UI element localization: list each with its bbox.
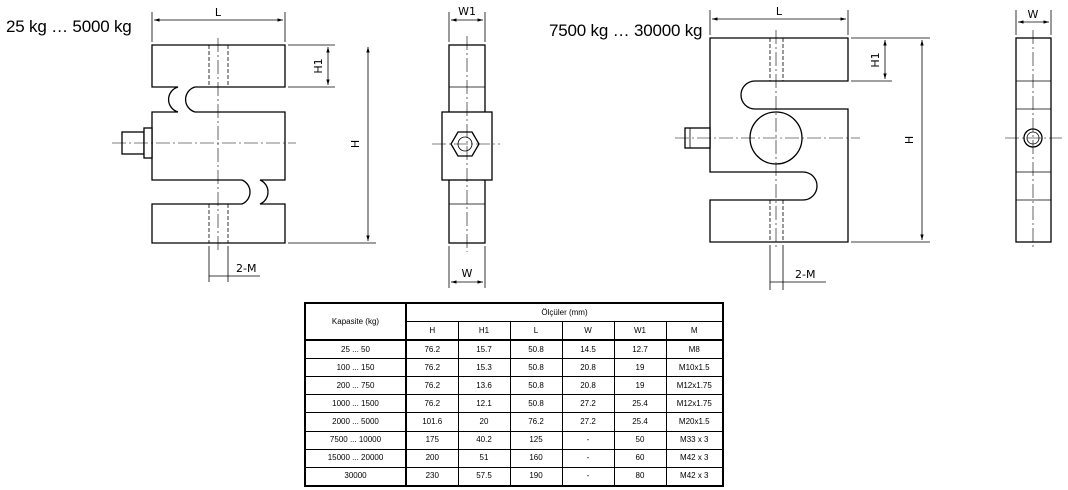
dimension-cell: M42 x 3 <box>665 466 724 487</box>
capacity-cell: 30000 <box>304 466 407 487</box>
dimension-cell: 160 <box>509 448 563 468</box>
small-H1-label: H1 <box>312 58 325 73</box>
column-header: W <box>561 321 615 341</box>
large-W-label: W <box>1028 8 1039 21</box>
dimension-cell: 15.3 <box>457 358 511 378</box>
large-side-view <box>1005 10 1062 250</box>
small-L-label: L <box>215 6 222 19</box>
dimension-cell: 50.8 <box>509 358 563 378</box>
dimension-cell: 80 <box>613 466 667 487</box>
dimension-cell: 175 <box>405 430 459 450</box>
large-range-title: 7500 kg … 30000 kg <box>549 21 703 40</box>
large-L-label: L <box>776 5 783 18</box>
dimension-cell: 25.4 <box>613 394 667 414</box>
small-front-view <box>112 12 376 282</box>
dimension-cell: 19 <box>613 376 667 396</box>
dimension-cell: 15.7 <box>457 339 511 360</box>
dimension-cell: 25.4 <box>613 412 667 432</box>
capacity-cell: 100 ... 150 <box>304 358 407 378</box>
dimension-cell: 27.2 <box>561 394 615 414</box>
dimension-cell: 190 <box>509 466 563 487</box>
dimension-cell: 76.2 <box>405 339 459 360</box>
dimension-cell: 20 <box>457 412 511 432</box>
dimension-cell: 76.2 <box>405 394 459 414</box>
column-header: W1 <box>613 321 667 341</box>
dimension-cell: 76.2 <box>405 358 459 378</box>
dimension-cell: M42 x 3 <box>665 448 724 468</box>
dimension-cell: 51 <box>457 448 511 468</box>
dimension-cell: 12.7 <box>613 339 667 360</box>
large-M-label: 2-M <box>795 268 815 281</box>
capacity-cell: 15000 ... 20000 <box>304 448 407 468</box>
column-header: H1 <box>457 321 511 341</box>
dimension-cell: 76.2 <box>405 376 459 396</box>
capacity-cell: 1000 ... 1500 <box>304 394 407 414</box>
dimension-cell: 50.8 <box>509 376 563 396</box>
dimension-cell: - <box>561 430 615 450</box>
dimensions-header: Ölçüler (mm) <box>404 302 724 322</box>
dimension-cell: 13.6 <box>457 376 511 396</box>
column-header: M <box>665 321 724 341</box>
dimension-cell: 76.2 <box>509 412 563 432</box>
dimension-cell: 40.2 <box>457 430 511 450</box>
dimension-cell: - <box>561 448 615 468</box>
dimension-cell: 57.5 <box>457 466 511 487</box>
dimension-cell: M12x1.75 <box>665 394 724 414</box>
capacity-cell: 7500 ... 10000 <box>304 430 407 450</box>
column-header: L <box>509 321 563 341</box>
dimension-cell: 230 <box>405 466 459 487</box>
dimension-cell: 50.8 <box>509 394 563 414</box>
dimension-cell: 200 <box>405 448 459 468</box>
dimension-cell: M33 x 3 <box>665 430 724 450</box>
capacity-header: Kapasite (kg) <box>304 302 407 341</box>
small-M-label: 2-M <box>236 262 256 275</box>
small-H-label: H <box>349 140 362 148</box>
dimension-cell: 60 <box>613 448 667 468</box>
dimension-cell: 27.2 <box>561 412 615 432</box>
dimension-cell: M20x1.5 <box>665 412 724 432</box>
capacity-cell: 25 ... 50 <box>304 339 407 360</box>
large-H1-label: H1 <box>869 52 882 67</box>
dimension-cell: 20.8 <box>561 376 615 396</box>
dimension-cell: M8 <box>665 339 724 360</box>
large-H-label: H <box>903 136 916 144</box>
technical-drawings: L H1 H 2-M W1 W <box>112 5 1062 290</box>
dimension-cell: 50 <box>613 430 667 450</box>
dimension-cell: 19 <box>613 358 667 378</box>
dimension-cell: 125 <box>509 430 563 450</box>
column-header: H <box>405 321 459 341</box>
dimension-cell: M10x1.5 <box>665 358 724 378</box>
small-W-label: W <box>462 267 473 280</box>
large-front-view <box>675 10 930 290</box>
dimension-cell: 50.8 <box>509 339 563 360</box>
dimension-cell: 20.8 <box>561 358 615 378</box>
dimension-cell: - <box>561 466 615 487</box>
dimension-cell: 101.6 <box>405 412 459 432</box>
dimension-cell: M12x1.75 <box>665 376 724 396</box>
dimension-cell: 14.5 <box>561 339 615 360</box>
small-W1-label: W1 <box>458 5 476 18</box>
capacity-cell: 2000 ... 5000 <box>304 412 407 432</box>
small-range-title: 25 kg … 5000 kg <box>6 17 132 36</box>
small-side-view <box>432 12 500 288</box>
capacity-cell: 200 ... 750 <box>304 376 407 396</box>
dimension-cell: 12.1 <box>457 394 511 414</box>
